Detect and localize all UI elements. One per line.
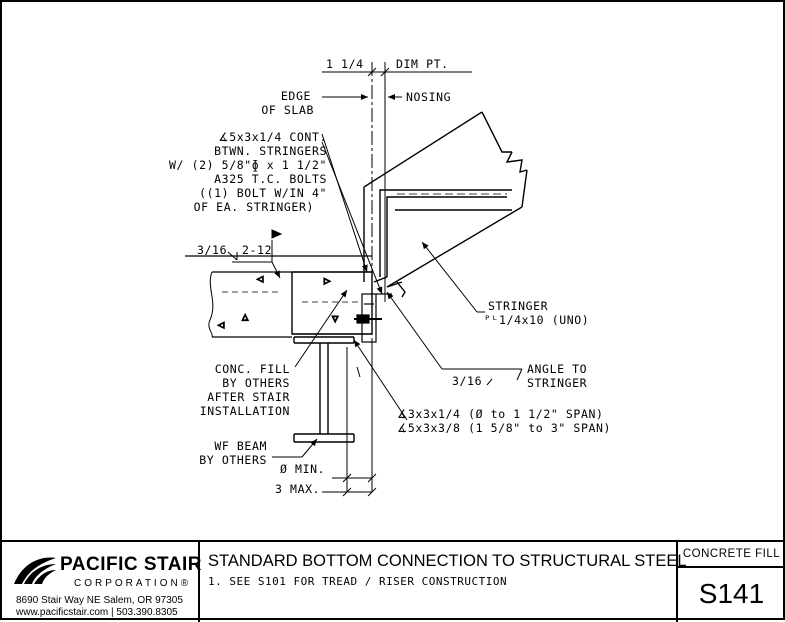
weld-left-size: 3/16 xyxy=(197,243,227,257)
detail-drawing: ◁ ▷ △ ◁ ▽ xyxy=(169,57,611,497)
conc-fill-line-2: BY OTHERS xyxy=(222,376,290,390)
angle-note-line-1: ∡5x3x1/4 CONT. xyxy=(218,130,327,144)
stringer-leader xyxy=(421,241,478,313)
clip-angle-line-2: ∡5x3x3/8 (1 5/8" to 3" SPAN) xyxy=(397,421,611,435)
angle-note-line-6: OF EA. STRINGER) xyxy=(194,200,314,214)
min-dim-label: Ø MIN. xyxy=(280,462,325,476)
wf-beam xyxy=(293,336,355,443)
category-label: CONCRETE FILL xyxy=(682,548,781,560)
angle-leader xyxy=(321,133,368,273)
stringer-label-1: STRINGER xyxy=(488,299,548,313)
company-name: PACIFIC STAIR xyxy=(60,554,202,575)
svg-text:△: △ xyxy=(242,311,249,323)
nosing-label: NOSING xyxy=(406,90,451,104)
company-web-phone: www.pacificstair.com | 503.390.8305 xyxy=(16,607,178,618)
edge-of-slab-label-1: EDGE xyxy=(281,89,311,103)
sheet-number-box: S141 xyxy=(678,568,785,622)
category-box: CONCRETE FILL xyxy=(678,542,785,568)
conc-fill-line-3: AFTER STAIR xyxy=(207,390,290,404)
edge-of-slab-label-2: OF SLAB xyxy=(261,103,314,117)
angle-to-stringer-2: STRINGER xyxy=(527,376,587,390)
dim-1-1-4: 1 1/4 xyxy=(326,57,364,71)
angle-note-line-3: W/ (2) 5/8"ɸ x 1 1/2" xyxy=(169,158,327,172)
angle-to-stringer-1: ANGLE TO xyxy=(527,362,587,376)
pacific-stair-logo-icon xyxy=(14,557,56,584)
svg-text:▽: ▽ xyxy=(332,313,339,325)
sheet-number: S141 xyxy=(698,578,765,609)
stair-stringer xyxy=(363,111,528,298)
dim-pt-label: DIM PT. xyxy=(396,57,449,71)
svg-text:▷: ▷ xyxy=(324,275,331,287)
angle-note-line-4: A325 T.C. BOLTS xyxy=(214,172,327,186)
conc-fill-leader xyxy=(294,289,348,368)
connection-angle xyxy=(354,293,392,343)
company-subtitle: CORPORATION® xyxy=(74,578,192,589)
max-dim-label: 3 MAX. xyxy=(275,482,320,496)
weld-left-pitch: 2-12 xyxy=(242,243,272,257)
title-block: PACIFIC STAIR CORPORATION® 8690 Stair Wa… xyxy=(2,540,785,622)
wf-beam-leader xyxy=(301,438,318,458)
angle-note-line-5: ((1) BOLT W/IN 4" xyxy=(199,186,327,200)
title-box: STANDARD BOTTOM CONNECTION TO STRUCTURAL… xyxy=(200,542,687,622)
company-address: 8690 Stair Way NE Salem, OR 97305 xyxy=(16,595,183,606)
company-box: PACIFIC STAIR CORPORATION® 8690 Stair Wa… xyxy=(2,542,202,622)
concrete-slab: ◁ ▷ △ ◁ ▽ xyxy=(185,255,373,338)
clip-leader xyxy=(353,339,408,421)
weld-right-leader xyxy=(386,291,443,370)
weld-left-leader xyxy=(271,261,281,279)
svg-text:◁: ◁ xyxy=(218,319,225,331)
angle-note-line-2: BTWN. STRINGERS xyxy=(214,144,327,158)
sheet-note: 1. SEE S101 FOR TREAD / RISER CONSTRUCTI… xyxy=(208,575,508,588)
stringer-label-2: ᴾᴸ1/4x10 (UNO) xyxy=(484,313,589,327)
conc-fill-line-4: INSTALLATION xyxy=(200,404,290,418)
wf-beam-line-1: WF BEAM xyxy=(214,439,267,453)
sheet-title: STANDARD BOTTOM CONNECTION TO STRUCTURAL… xyxy=(208,552,687,570)
wf-beam-line-2: BY OTHERS xyxy=(199,453,267,467)
weld-right-size: 3/16 xyxy=(452,374,482,388)
clip-angle-line-1: ∡3x3x1/4 (Ø to 1 1/2" SPAN) xyxy=(397,407,604,421)
svg-text:◁: ◁ xyxy=(257,273,264,285)
conc-fill-line-1: CONC. FILL xyxy=(215,362,290,376)
